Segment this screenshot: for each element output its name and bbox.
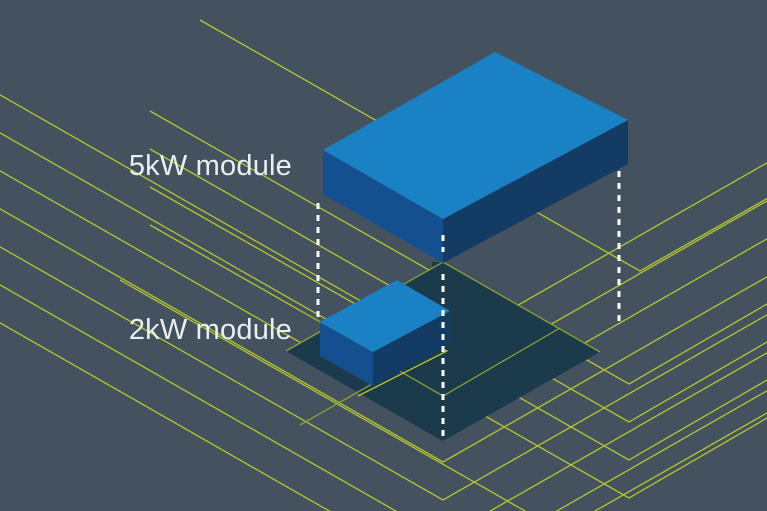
grid-chevron bbox=[149, 186, 767, 461]
shaded-chevron-right bbox=[432, 262, 600, 441]
grid-chevron bbox=[149, 148, 767, 423]
module-5kw-top-face bbox=[323, 52, 628, 219]
module-5kw-body-right bbox=[443, 120, 628, 263]
module-2kw-body-left bbox=[320, 322, 373, 386]
grid-chevron bbox=[0, 246, 767, 501]
label-module-5kw: 5kW module bbox=[128, 150, 292, 182]
grid-chevron bbox=[149, 110, 767, 385]
grid-chevron bbox=[0, 284, 767, 511]
module-2kw-body-right bbox=[373, 311, 450, 386]
grid-chevron bbox=[119, 279, 767, 511]
grid-chevron bbox=[0, 208, 767, 463]
module-2kw-top-face bbox=[320, 280, 450, 352]
module-5kw[interactable] bbox=[323, 52, 628, 263]
alignment-guides bbox=[316, 171, 621, 440]
label-module-2kw: 2kW module bbox=[128, 314, 292, 346]
module-2kw[interactable] bbox=[320, 280, 450, 386]
grid-chevron bbox=[199, 19, 767, 272]
module-5kw-body-left bbox=[323, 150, 443, 263]
grid-chevron bbox=[0, 322, 767, 511]
